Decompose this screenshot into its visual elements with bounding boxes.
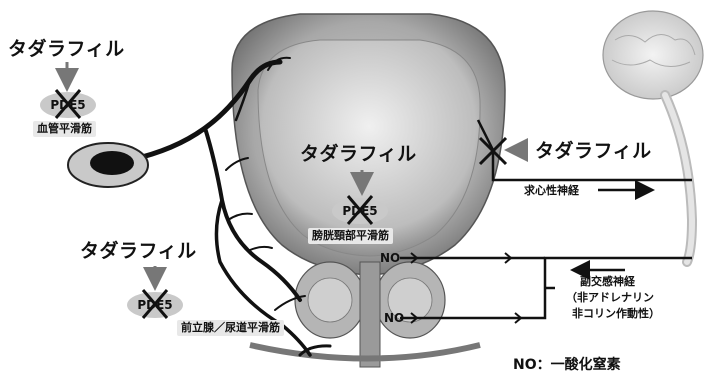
- tadalafil-label-bladder: タダラフィル: [300, 145, 417, 164]
- tissue-prostate-urethra-smooth-muscle: 前立腺／尿道平滑筋: [177, 320, 284, 336]
- no-label-lower: NO: [384, 312, 404, 324]
- brain: [603, 11, 703, 99]
- tissue-vascular-smooth-muscle: 血管平滑筋: [33, 121, 96, 137]
- pde5-bladder-neck-x-icon: [346, 194, 374, 226]
- nanc-label-line2: 非コリン作動性）: [572, 308, 660, 319]
- parasympathetic-nerve-label: 副交感神経: [580, 276, 635, 287]
- tissue-bladder-neck-smooth-muscle: 膀胱頸部平滑筋: [308, 228, 393, 244]
- tadalafil-label-prostate: タダラフィル: [80, 242, 197, 261]
- pde5-vascular-x-icon: [54, 88, 82, 120]
- afferent-nerve-label: 求心性神経: [524, 185, 579, 196]
- tadalafil-label-vascular: タダラフィル: [8, 40, 125, 59]
- tadalafil-label-afferent: タダラフィル: [535, 142, 652, 161]
- nanc-label-line1: （非アドレナリン: [566, 292, 654, 303]
- urethra: [360, 262, 380, 367]
- legend-no: NO：一酸化窒素: [513, 358, 621, 372]
- pde5-prostate-x-icon: [141, 288, 169, 320]
- no-label-upper: NO: [380, 252, 400, 264]
